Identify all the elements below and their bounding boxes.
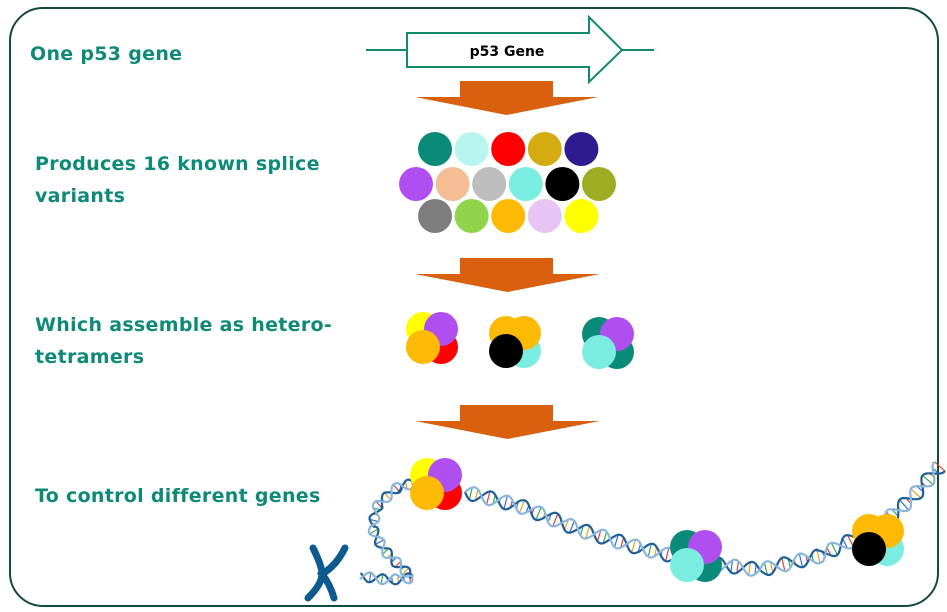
splice-variant-circle	[491, 199, 526, 233]
dna-base-pair	[754, 564, 757, 575]
bound-tetramer-2	[670, 530, 722, 582]
bound-tetramer-1	[410, 458, 462, 510]
chromosome-arm	[316, 544, 349, 602]
tetramer-subunit	[852, 532, 886, 566]
dna-base-pair	[816, 549, 821, 564]
down-arrow-2	[415, 258, 600, 292]
dna-base-pair	[563, 519, 569, 530]
dna-base-pair	[518, 500, 525, 514]
dna-base-pair	[899, 499, 910, 511]
tetramer-subunit	[406, 330, 440, 364]
dna-base-pair	[369, 518, 379, 523]
dna-base-pair	[552, 513, 559, 527]
tetramer-1	[406, 312, 458, 364]
dna-strand	[359, 476, 441, 586]
splice-variant-cluster	[399, 132, 616, 233]
dna-base-pair	[934, 461, 946, 472]
dna-base-pair	[375, 539, 385, 545]
dna-base-pair	[830, 542, 838, 556]
tetramer-2	[489, 316, 541, 368]
step-one-label: One p53 gene	[30, 43, 183, 65]
dna-base-pair	[383, 492, 392, 501]
dna-base-pair	[631, 539, 637, 553]
dna-base-pair	[763, 562, 768, 575]
tetramer-subunit	[410, 476, 444, 510]
tetramer-subunit	[582, 335, 616, 369]
dna-base-pair	[369, 528, 379, 535]
chromosome-icon	[304, 544, 349, 602]
down-arrow-3	[415, 405, 600, 439]
flow-arrows	[415, 81, 600, 439]
splice-variant-circle	[508, 167, 543, 201]
dna-base-pair	[380, 574, 384, 585]
dna-base-pair	[665, 547, 670, 562]
splice-variant-circle	[472, 167, 507, 201]
tetramer-subunit	[489, 334, 523, 368]
gene-box-label: p53 Gene	[470, 44, 545, 60]
dna-base-pair	[368, 572, 372, 583]
dna-base-pair	[620, 537, 625, 548]
dna-base-pair	[922, 474, 934, 485]
step-two-label: Produces 16 known splice variants	[35, 153, 320, 207]
dna-base-pair	[474, 489, 479, 501]
splice-variant-circle	[582, 167, 616, 201]
dna-base-pair	[736, 561, 740, 573]
dna-base-pair	[769, 561, 774, 573]
tetramer-subunit	[670, 548, 704, 582]
splice-variant-circle	[527, 199, 562, 233]
splice-variant-circle	[564, 132, 599, 166]
step-four-label: To control different genes	[35, 485, 321, 507]
dna-base-pair	[781, 557, 786, 572]
splice-variant-circle	[527, 132, 562, 166]
gene-arrow: p53 Gene	[366, 14, 654, 85]
splice-variant-circle	[435, 167, 470, 201]
dna-base-pair	[910, 488, 922, 499]
dna-base-pair	[468, 487, 473, 500]
dna-base-pair	[613, 534, 619, 548]
tetramer-row	[406, 312, 634, 369]
dna-strand	[359, 478, 442, 586]
dna-base-pair	[602, 531, 608, 544]
dna-base-pair	[798, 553, 804, 568]
dna-base-pair	[596, 529, 602, 542]
dna-base-pair	[748, 562, 752, 576]
splice-variant-circle	[454, 132, 489, 166]
tetramer-3	[582, 317, 634, 369]
bound-tetramers	[410, 458, 904, 582]
down-arrow-1	[415, 81, 598, 115]
diagram-frame	[9, 7, 939, 607]
step-three-label: Which assemble as hetero- tetramers	[35, 314, 333, 368]
dna-base-pair	[375, 500, 383, 509]
dna-base-pair	[730, 560, 734, 573]
dna-base-pair	[579, 525, 584, 536]
dna-base-pair	[585, 525, 591, 539]
dna-base-pair	[486, 491, 491, 505]
gene-box	[406, 14, 624, 85]
splice-variant-circle	[491, 132, 526, 166]
dna-base-pair	[847, 534, 854, 547]
dna-base-pair	[535, 506, 542, 521]
splice-variant-circle	[418, 199, 452, 233]
dna-base-pair	[503, 495, 509, 510]
bound-tetramer-3	[852, 514, 904, 566]
dna-base-pair	[401, 567, 410, 576]
dna-base-pair	[647, 543, 652, 557]
splice-variant-circle	[399, 167, 433, 201]
dna-base-pair	[842, 538, 848, 549]
splice-variant-circle	[418, 132, 452, 166]
dna-base-pair	[569, 520, 575, 533]
splice-variant-circle	[545, 167, 580, 201]
splice-variant-circle	[564, 199, 599, 233]
splice-variant-circle	[454, 199, 489, 233]
